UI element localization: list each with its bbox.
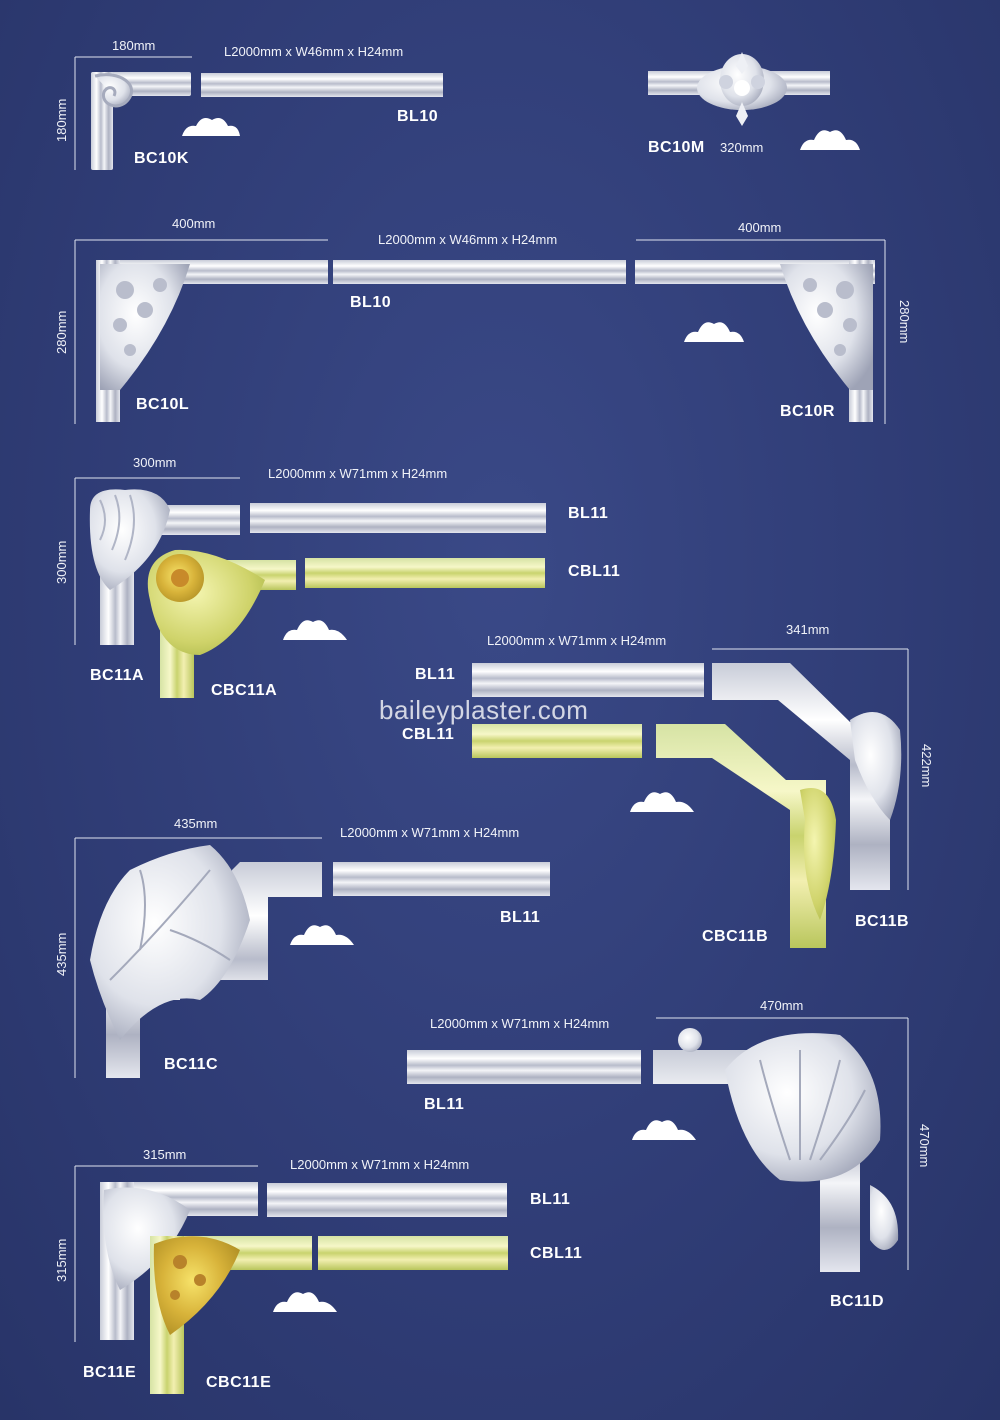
dimension-lines-row2: [74, 239, 886, 424]
dim-bc11a-width: 300mm: [133, 455, 177, 470]
cbl11-strip-row3: [305, 558, 545, 588]
dim-bc10r-height: 280mm: [897, 300, 912, 344]
dim-bl10-row2: L2000mm x W46mm x H24mm: [378, 232, 558, 247]
label-bc11a: BC11A: [90, 667, 145, 684]
bc11d-shell-ribs: [759, 1050, 866, 1161]
bc11c-leaf-ornament: [90, 845, 250, 1040]
bl11-strip-row7: [267, 1183, 507, 1217]
label-bc11b: BC11B: [855, 913, 910, 930]
watermark: baileyplaster.com: [379, 695, 589, 725]
bc11c-veins: [109, 869, 231, 981]
dim-bl11-row3: L2000mm x W71mm x H24mm: [268, 466, 448, 481]
label-bc11d: BC11D: [830, 1293, 885, 1310]
dim-bc10m: 320mm: [720, 140, 764, 155]
label-bl11-row6: BL11: [424, 1096, 465, 1113]
bl10-strip-row1: [201, 73, 443, 97]
profile-icon-row7: [273, 1292, 337, 1312]
bc10m-center-ornament: [697, 52, 787, 126]
label-cbc11a: CBC11A: [211, 682, 278, 699]
bc11d-scroll-top: [678, 1028, 702, 1052]
dimension-lines-row3: [74, 477, 240, 645]
label-cbl11-row7: CBL11: [530, 1245, 583, 1262]
dim-bc10k-height: 180mm: [54, 98, 69, 142]
label-bl11-row7: BL11: [530, 1191, 571, 1208]
bc10r-carving: [803, 278, 857, 356]
dim-bl11-row6: L2000mm x W71mm x H24mm: [430, 1016, 610, 1031]
dim-bc11b-height: 422mm: [919, 744, 934, 788]
label-bc11e: BC11E: [83, 1364, 137, 1381]
dim-bc10l-width: 400mm: [172, 216, 216, 231]
dimension-lines-row5: [74, 837, 322, 1078]
cbc11e-gold-ornament: [153, 1236, 240, 1335]
bc10r-corner-ornament: [780, 264, 873, 390]
label-bc10r: BC10R: [780, 403, 835, 420]
label-bl11-row3: BL11: [568, 505, 609, 522]
dim-bl11-row7: L2000mm x W71mm x H24mm: [290, 1157, 470, 1172]
label-bc10k: BC10K: [134, 150, 189, 167]
dim-bc11e-width: 315mm: [143, 1147, 187, 1162]
cbl11-strip-row4: [472, 724, 642, 758]
dim-bc11d-width: 470mm: [760, 998, 804, 1013]
label-cbl11-row3: CBL11: [568, 563, 621, 580]
cbc11a-rosette-center: [171, 569, 189, 587]
bl11-strip-row4: [472, 663, 704, 697]
dimension-lines-row6: [656, 1017, 909, 1270]
dimension-lines-row7: [74, 1165, 258, 1342]
dim-bc10l-height: 280mm: [54, 310, 69, 354]
label-cbc11e: CBC11E: [206, 1374, 272, 1391]
label-bc11c: BC11C: [164, 1056, 219, 1073]
bc11e-corner-ornament: [103, 1187, 190, 1290]
bc10k-scroll-ornament: [94, 73, 134, 108]
cbc11b-leaf-ornament: [800, 788, 836, 920]
bc11b-scroll-ornament: [850, 712, 902, 820]
profile-icon-row1-right: [800, 130, 860, 150]
dim-bc11c-width: 435mm: [174, 816, 218, 831]
dim-bc11e-height: 315mm: [54, 1238, 69, 1282]
dim-bc10k-width: 180mm: [112, 38, 156, 53]
label-bl11-row4: BL11: [415, 666, 456, 683]
profile-icon-row3: [283, 620, 347, 640]
bl11-strip-row3: [250, 503, 546, 533]
dim-bc11a-height: 300mm: [54, 540, 69, 584]
profile-icon-row5: [290, 925, 354, 945]
dimension-lines-row4: [712, 648, 909, 890]
dimension-lines-row1: [74, 56, 192, 170]
dim-bc11d-height: 470mm: [917, 1124, 932, 1168]
dim-bc10r-width: 400mm: [738, 220, 782, 235]
label-bc10l: BC10L: [136, 396, 190, 413]
dim-bc11c-height: 435mm: [54, 932, 69, 976]
profile-icon-row1-left: [182, 118, 240, 136]
bc11d-shell-ornament: [725, 1033, 881, 1182]
label-cbc11b: CBC11B: [702, 928, 769, 945]
profile-icon-row4: [630, 792, 694, 812]
label-bc10m: BC10M: [648, 139, 705, 156]
bc11b-stepped-corner: [712, 663, 890, 890]
dim-bc11b-width: 341mm: [786, 622, 830, 637]
cbl11-strip-row7: [318, 1236, 508, 1270]
bl11-strip-row5: [333, 862, 550, 896]
label-bl10-row1: BL10: [397, 108, 439, 125]
cbc11e-carving: [170, 1255, 206, 1300]
bl10-strip-row2: [333, 260, 626, 284]
dim-bl11-row5: L2000mm x W71mm x H24mm: [340, 825, 520, 840]
dim-bl11-row4: L2000mm x W71mm x H24mm: [487, 633, 667, 648]
dim-bl10-row1: L2000mm x W46mm x H24mm: [224, 44, 404, 59]
bc11a-carving: [99, 494, 135, 561]
bc11d-scroll-foot: [870, 1185, 899, 1250]
label-cbl11-row4: CBL11: [402, 726, 455, 743]
bc10l-carving: [113, 278, 167, 356]
bc11a-corner-ornament: [89, 489, 170, 590]
profile-icon-row6: [632, 1120, 696, 1140]
label-bl11-row5: BL11: [500, 909, 541, 926]
cbc11b-stepped-corner: [656, 724, 826, 948]
bl11-strip-row6: [407, 1050, 641, 1084]
profile-icon-row2: [684, 322, 744, 342]
label-bl10-row2: BL10: [350, 294, 392, 311]
